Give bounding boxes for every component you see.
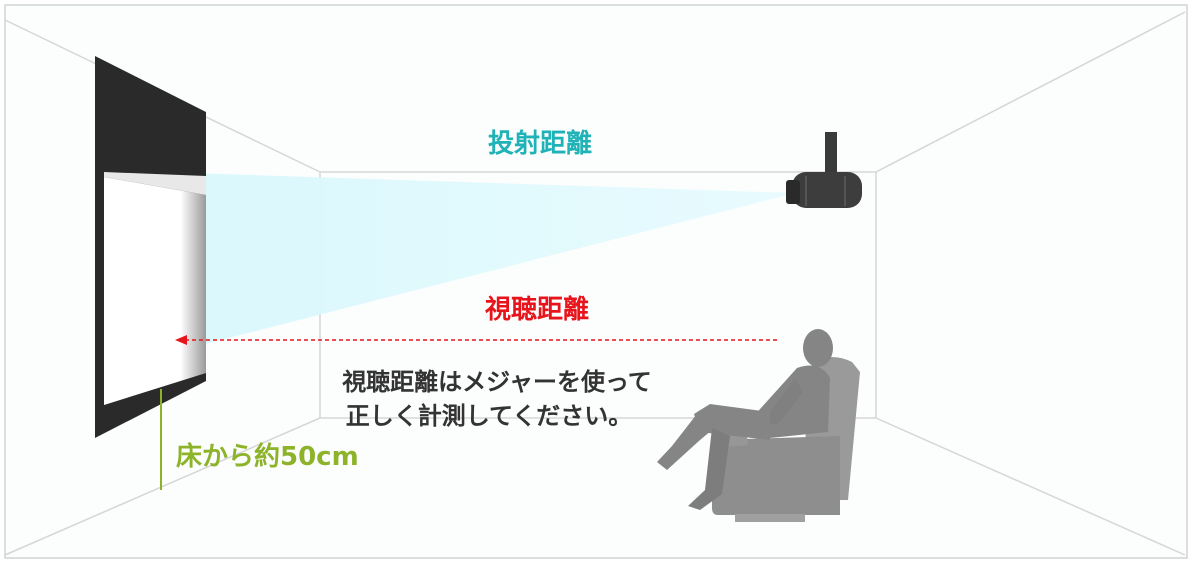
throw-distance-label: 投射距離	[488, 128, 592, 159]
projection-beam	[98, 170, 795, 350]
projector-icon	[786, 132, 862, 208]
viewing-distance-label: 視聴距離	[485, 294, 589, 325]
screen-height-note: 床から約50cm	[176, 441, 359, 472]
viewing-distance-arrow	[175, 335, 778, 345]
instruction-line-1: 視聴距離はメジャーを使って	[341, 368, 652, 396]
projection-screen	[95, 56, 206, 438]
seated-person-icon	[657, 329, 860, 522]
instruction-line-2: 正しく計測してください。	[346, 402, 633, 430]
